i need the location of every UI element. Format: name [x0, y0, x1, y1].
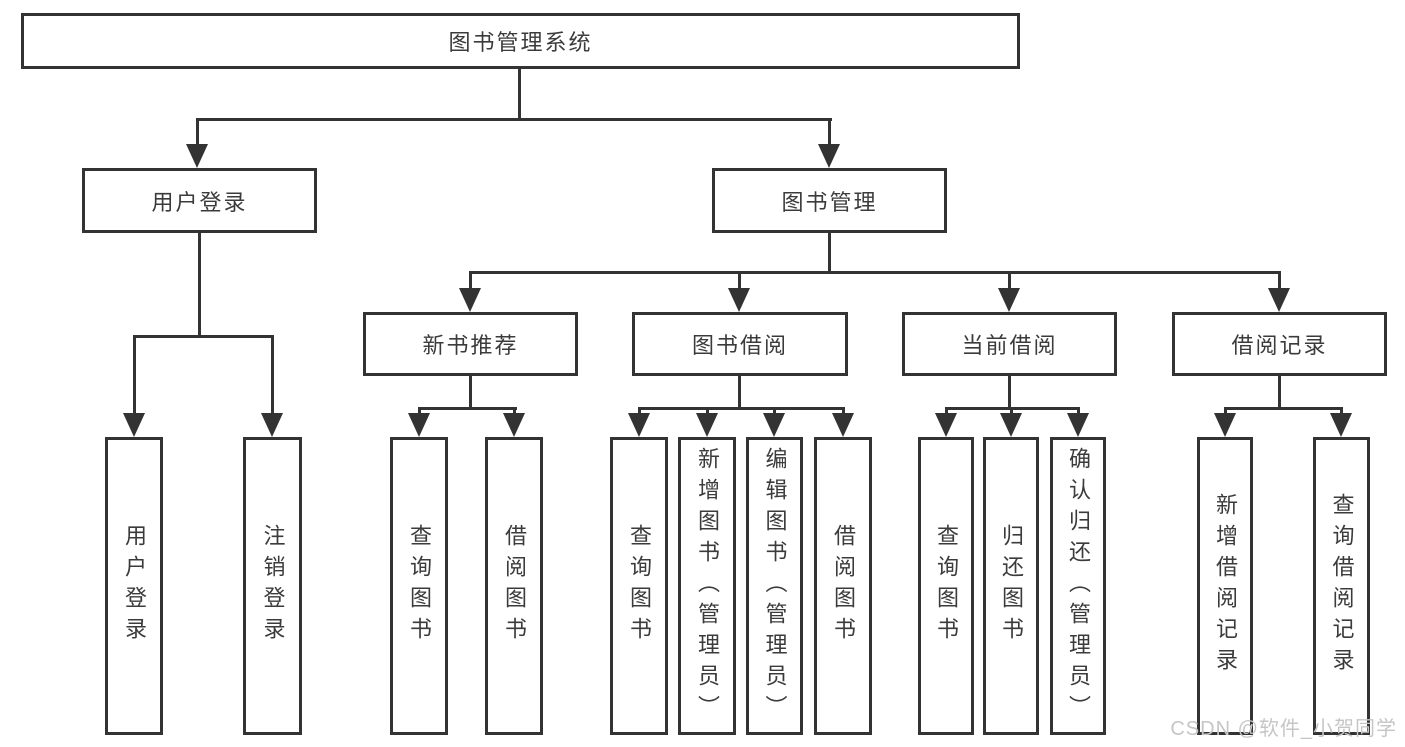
connector-borrowing-records-hline	[1224, 407, 1343, 410]
arrow-to-leaf-edit-book	[763, 413, 785, 437]
connector-user-login-drop	[196, 118, 199, 145]
node-root: 图书管理系统	[21, 13, 1020, 69]
arrow-to-current-borrowing	[998, 288, 1020, 312]
leaf-return-books: 归还图书	[983, 437, 1039, 735]
connector-book-mgmt-stub	[828, 233, 831, 274]
arrow-to-leaf-query-books-current	[935, 413, 957, 437]
leaf-add-borrow-record: 新增借阅记录	[1197, 437, 1253, 735]
node-new-book-recommend-label: 新书推荐	[422, 333, 519, 358]
leaf-return-books-label: 归还图书	[999, 524, 1024, 648]
connector-level2-hline	[469, 271, 1281, 274]
arrow-to-leaf-borrow-books-recommend	[503, 413, 525, 437]
arrow-to-leaf-user-login	[123, 413, 145, 437]
connector-drop	[1010, 407, 1013, 415]
node-book-management-label: 图书管理	[781, 189, 878, 215]
leaf-query-borrow-record: 查询借阅记录	[1313, 437, 1370, 735]
connector-drop-leaf-logout	[271, 335, 274, 414]
connector-root-stub	[518, 69, 521, 121]
leaf-user-login: 用户登录	[105, 437, 163, 735]
leaf-add-book-admin: 新增图书（管理员）	[678, 437, 736, 735]
connector-drop	[1077, 407, 1080, 415]
node-current-borrowing-label: 当前借阅	[961, 333, 1058, 358]
connector-new-book-stub	[469, 376, 472, 410]
leaf-edit-book-admin: 编辑图书（管理员）	[746, 437, 803, 735]
leaf-borrow-books-recommend-label: 借阅图书	[502, 524, 527, 648]
arrow-to-leaf-add-borrow-record	[1214, 413, 1236, 437]
connector-new-book-hline	[418, 407, 517, 410]
leaf-query-books-current: 查询图书	[918, 437, 974, 735]
arrow-to-leaf-logout	[261, 413, 283, 437]
arrow-to-leaf-query-books-borrowing	[628, 413, 650, 437]
leaf-query-books-recommend-label: 查询图书	[407, 524, 432, 648]
connector-book-borrowing-hline	[638, 407, 845, 410]
leaf-user-login-label: 用户登录	[122, 524, 147, 648]
node-root-label: 图书管理系统	[448, 30, 593, 55]
node-book-borrowing: 图书借阅	[632, 312, 848, 376]
connector-drop	[945, 407, 948, 415]
connector-drop	[638, 407, 641, 415]
csdn-watermark: CSDN @软件_小贺同学	[1170, 718, 1397, 740]
leaf-confirm-return-admin-label: 确认归还（管理员）	[1066, 446, 1091, 726]
connector-user-login-stub	[198, 233, 201, 338]
connector-drop-current-borrowing	[1008, 271, 1011, 291]
connector-drop	[773, 407, 776, 415]
leaf-edit-book-admin-label: 编辑图书（管理员）	[762, 446, 788, 726]
arrow-to-new-book	[459, 288, 481, 312]
connector-drop	[1224, 407, 1227, 415]
connector-drop-leaf-user-login	[133, 335, 136, 414]
leaf-add-borrow-record-label: 新增借阅记录	[1213, 493, 1238, 679]
connector-borrowing-records-stub	[1278, 376, 1281, 410]
arrow-to-leaf-return-books	[1000, 413, 1022, 437]
leaf-query-books-borrowing: 查询图书	[610, 437, 668, 735]
leaf-borrow-books: 借阅图书	[814, 437, 872, 735]
arrow-to-leaf-confirm-return	[1067, 413, 1089, 437]
node-book-borrowing-label: 图书借阅	[691, 333, 788, 358]
connector-drop	[513, 407, 516, 415]
connector-drop	[418, 407, 421, 415]
leaf-query-borrow-record-label: 查询借阅记录	[1329, 493, 1355, 679]
arrow-to-leaf-add-book	[696, 413, 718, 437]
connector-drop	[706, 407, 709, 415]
connector-user-login-hline	[133, 335, 274, 338]
connector-level1-hline	[196, 118, 832, 121]
node-book-management: 图书管理	[712, 168, 947, 233]
connector-drop-new-book	[469, 271, 472, 291]
connector-drop-borrowing-records	[1278, 271, 1281, 291]
node-user-login-label: 用户登录	[151, 189, 248, 215]
arrow-to-leaf-borrow-books	[832, 413, 854, 437]
leaf-add-book-admin-label: 新增图书（管理员）	[695, 446, 720, 726]
leaf-logout: 注销登录	[243, 437, 302, 735]
leaf-borrow-books-recommend: 借阅图书	[485, 437, 543, 735]
arrow-to-book-mgmt	[818, 144, 840, 168]
arrow-to-borrowing-records	[1268, 288, 1290, 312]
arrow-to-leaf-query-books-recommend	[408, 413, 430, 437]
connector-drop	[1340, 407, 1343, 415]
connector-current-borrowing-stub	[1008, 376, 1011, 410]
node-current-borrowing: 当前借阅	[902, 312, 1117, 376]
leaf-borrow-books-label: 借阅图书	[831, 524, 856, 648]
connector-drop	[842, 407, 845, 415]
node-user-login: 用户登录	[82, 168, 317, 233]
node-new-book-recommend: 新书推荐	[363, 312, 578, 376]
leaf-logout-label: 注销登录	[260, 524, 286, 648]
connector-book-mgmt-drop	[828, 118, 831, 145]
arrow-to-leaf-query-borrow-record	[1330, 413, 1352, 437]
leaf-query-books-current-label: 查询图书	[934, 524, 959, 648]
arrow-to-user-login	[186, 144, 208, 168]
node-borrowing-records-label: 借阅记录	[1231, 333, 1328, 358]
leaf-confirm-return-admin: 确认归还（管理员）	[1050, 437, 1106, 735]
arrow-to-book-borrowing	[728, 288, 750, 312]
leaf-query-books-borrowing-label: 查询图书	[627, 524, 652, 648]
connector-book-borrowing-stub	[738, 376, 741, 410]
leaf-query-books-recommend: 查询图书	[390, 437, 448, 735]
node-borrowing-records: 借阅记录	[1172, 312, 1387, 376]
connector-drop-book-borrowing	[738, 271, 741, 291]
